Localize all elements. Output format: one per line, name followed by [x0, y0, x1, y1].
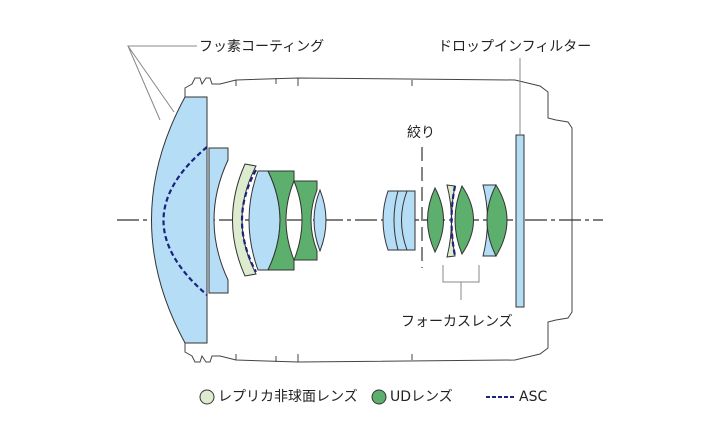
legend-replica-label: レプリカ非球面レンズ [218, 389, 358, 405]
aperture-label: 絞り [407, 125, 435, 141]
drop-in-filter-label: ドロップインフィルター [438, 39, 592, 55]
focus-lens-label: フォーカスレンズ [401, 314, 513, 330]
legend-asc-label: ASC [519, 389, 548, 405]
lens-element-7 [313, 188, 327, 253]
legend-ud-swatch [371, 389, 387, 405]
lens-ud-4 [454, 184, 474, 256]
legend-ud-label: UDレンズ [390, 389, 453, 405]
asc-coating-3 [241, 169, 257, 273]
lens-ud-2 [293, 180, 318, 261]
lens-doublet-rear-1 [382, 190, 416, 251]
drop-in-filter [515, 134, 525, 308]
lens-ud-5 [486, 183, 508, 258]
asc-coating-front [162, 146, 208, 296]
lens-replica-aspherical-2 [446, 184, 456, 258]
legend-replica-swatch [199, 389, 215, 405]
fluorine-coating-label: フッ素コーティング [199, 39, 325, 55]
barrel-ticks [235, 78, 413, 362]
lens-element-2 [208, 147, 229, 294]
fluorine-leader [127, 45, 197, 121]
focus-bracket [442, 265, 480, 300]
lens-ud-3 [427, 186, 444, 254]
lens-ud-1 [267, 170, 295, 271]
lens-front-element [151, 96, 208, 344]
asc-coating-focus [450, 185, 457, 257]
lens-doublet-line [393, 190, 408, 251]
